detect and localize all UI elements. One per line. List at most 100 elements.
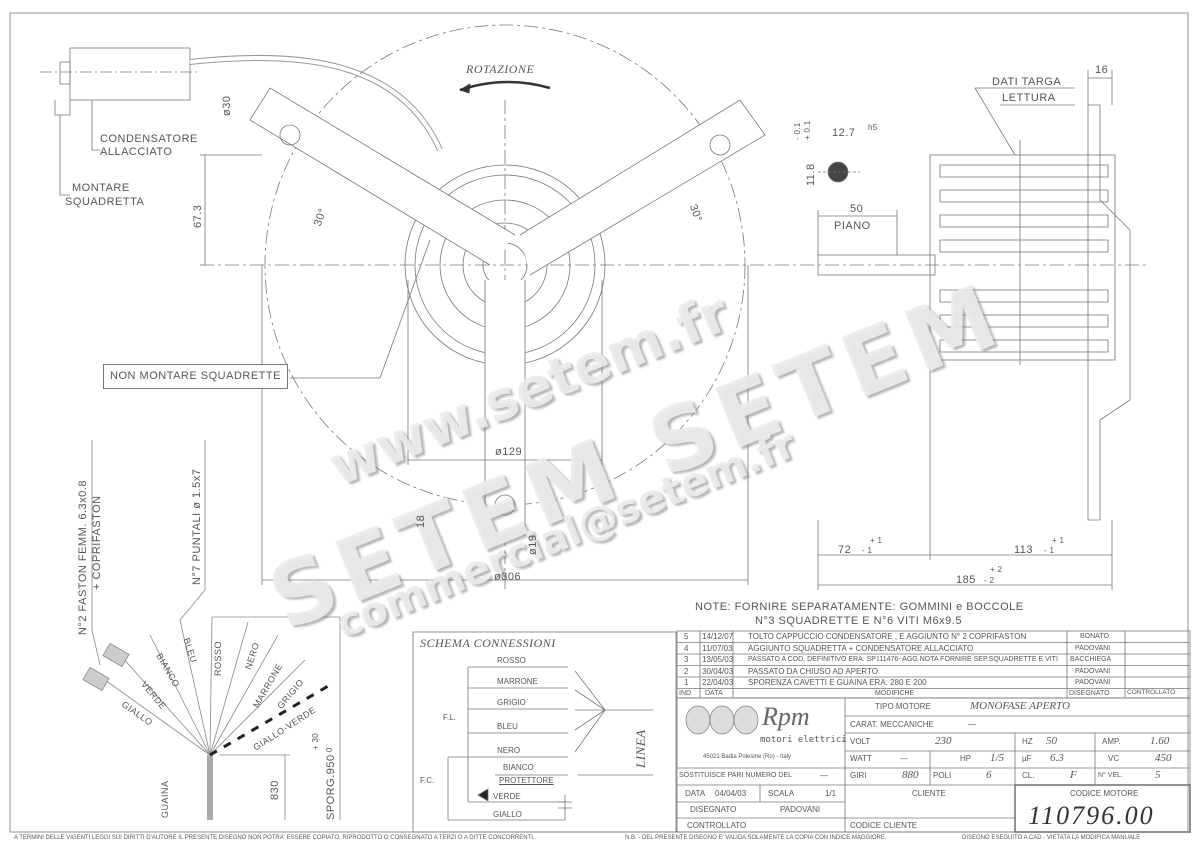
- rotation-arrow: [459, 80, 551, 92]
- sheath-label: GUAINA: [160, 780, 170, 818]
- rev-by: PADOVANI: [1075, 668, 1111, 675]
- disegnato-value: PADOVANI: [780, 805, 821, 814]
- codice-cliente-label: CODICE CLIENTE: [850, 821, 918, 830]
- line-label: LINEA: [633, 729, 648, 768]
- volt-label: VOLT: [850, 737, 871, 746]
- capacitor-label: CONDENSATORE: [100, 133, 198, 145]
- carat-label: CARAT. MECCANICHE: [850, 720, 934, 729]
- schema-wire: PROTETTORE: [499, 776, 554, 785]
- poli-value: 6: [986, 769, 992, 781]
- uf-label: µF: [1022, 754, 1032, 763]
- rev-header: CONTROLLATO: [1127, 689, 1176, 696]
- flat-label: PIANO: [834, 220, 871, 232]
- flat-tol-minus: - 0.1: [793, 122, 802, 140]
- data-value: 04/04/03: [715, 789, 747, 798]
- dim-185-tol-up: + 2: [990, 565, 1003, 574]
- hp-label: HP: [960, 754, 972, 763]
- giri-value: 880: [902, 769, 919, 781]
- rev-header: IND: [679, 690, 692, 697]
- rotation-label: ROTAZIONE: [466, 62, 535, 76]
- rev-date: 13/05/03: [702, 655, 734, 664]
- puntali-note: N°7 PUNTALI ø 1.5x7: [191, 468, 203, 585]
- rev-desc: AGGIUNTO SQUADRETTA + CONDENSATORE ALLAC…: [748, 644, 974, 653]
- schema-wire: VERDE: [493, 792, 521, 801]
- height-dimension: 67.3: [192, 204, 204, 228]
- poli-label: POLI: [933, 771, 952, 780]
- bracket-label: MONTARE: [72, 182, 130, 194]
- schema-wire: GIALLO: [493, 810, 522, 819]
- nvel-label: N° VEL.: [1098, 772, 1123, 779]
- capacitor-drawing: [40, 47, 443, 196]
- rev-by: BACCHIEGA: [1070, 656, 1112, 663]
- bracket-width: 16: [1095, 64, 1109, 76]
- schema-title: SCHEMA CONNESSIONI: [420, 636, 556, 650]
- arm-diameter: ø30: [221, 95, 233, 116]
- schema-wire: GRIGIO: [497, 698, 526, 707]
- nameplate-label: DATI TARGA: [992, 76, 1062, 88]
- rev-desc: PASSATO A COD. DEFINITIVO ERA: SP111476-…: [748, 656, 1058, 663]
- note-line-1: NOTE: FORNIRE SEPARATAMENTE: GOMMINI e B…: [695, 601, 1024, 613]
- dim-72-tol-up: + 1: [870, 536, 883, 545]
- nvel-value: 5: [1155, 769, 1161, 781]
- tipo-motore-value: MONOFASE APERTO: [970, 700, 1070, 712]
- dim-113-tol-dn: - 1: [1044, 546, 1055, 555]
- hz-value: 50: [1046, 735, 1057, 747]
- dim-185: 185: [956, 574, 976, 586]
- carat-value: —: [968, 720, 976, 729]
- no-bracket-note: NON MONTARE SQUADRETTE: [103, 364, 288, 389]
- rev-by: PADOVANI: [1075, 645, 1111, 652]
- scala-label: SCALA: [768, 789, 795, 798]
- codice-motore-value: 110796.00: [1028, 801, 1155, 830]
- vc-label: VC: [1108, 754, 1120, 763]
- cliente-label: CLIENTE: [912, 789, 946, 798]
- rev-ind: 5: [684, 632, 689, 641]
- nameplate-label-2: LETTURA: [1002, 92, 1056, 104]
- sostituisce-label: SOSTITUISCE PARI NUMERO DEL: [679, 772, 793, 779]
- bracket-label-2: SQUADRETTA: [65, 196, 145, 208]
- rev-header: DISEGNATO: [1069, 690, 1110, 697]
- diameter-306: ø306: [494, 571, 522, 583]
- rpm-logo-icon: [685, 705, 759, 735]
- rev-header: MODIFICHE: [875, 690, 915, 697]
- rev-date: 14/12/07: [702, 632, 734, 641]
- schema-wire: BIANCO: [503, 763, 534, 772]
- shaft-tolerance: h5: [868, 123, 878, 132]
- footer-validity: N.B. - DEL PRESENTE DISEGNO E' VALIDA SO…: [625, 835, 887, 841]
- disegnato-label: DISEGNATO: [690, 805, 737, 814]
- dim-72-tol-dn: - 1: [862, 546, 873, 555]
- length-830: 830: [269, 780, 281, 800]
- faston-note-2: + COPRIFASTON: [91, 495, 103, 590]
- wire-label: ROSSO: [213, 640, 223, 676]
- fc-label: F.C.: [420, 776, 435, 785]
- rev-date: 30/04/03: [702, 667, 734, 676]
- schema-wire: ROSSO: [497, 656, 526, 665]
- rev-ind: 1: [684, 678, 689, 687]
- logo-brand: Rpm: [762, 702, 810, 731]
- rev-desc: TOLTO CAPPUCCIO CONDENSATORE , E AGGIUNT…: [748, 632, 1027, 641]
- dim-185-tol-dn: - 2: [984, 576, 995, 585]
- amp-label: AMP.: [1102, 737, 1121, 746]
- rev-ind: 3: [684, 655, 689, 664]
- fl-label: F.L.: [443, 713, 456, 722]
- sostituisce-value: —: [820, 771, 828, 780]
- cl-label: CL.: [1022, 771, 1035, 780]
- data-label: DATA: [685, 789, 706, 798]
- uf-value: 6.3: [1050, 752, 1064, 764]
- controllato-label: CONTROLLATO: [687, 821, 747, 830]
- note-line-2: N°3 SQUADRETTE E N°6 VITI M6x9.5: [755, 615, 962, 627]
- schema-wire: BLEU: [497, 722, 518, 731]
- front-view: [200, 24, 1150, 590]
- logo-subtitle: motori elettrici: [760, 735, 847, 745]
- hz-label: HZ: [1022, 737, 1033, 746]
- rev-header: DATA: [705, 690, 723, 697]
- schema-wire: MARRONE: [497, 677, 538, 686]
- footer-copyright: A TERMINI DELLE VIGENTI LEGGI SUI DIRITT…: [14, 835, 535, 841]
- capacitor-label-2: ALLACCIATO: [100, 146, 173, 158]
- amp-value: 1.60: [1150, 735, 1170, 747]
- flat-length: 50: [850, 203, 864, 215]
- hp-value: 1/5: [990, 752, 1005, 764]
- title-block-lines: [676, 697, 1191, 833]
- connection-schema-lines: [412, 631, 677, 833]
- giri-label: GIRI: [850, 771, 867, 780]
